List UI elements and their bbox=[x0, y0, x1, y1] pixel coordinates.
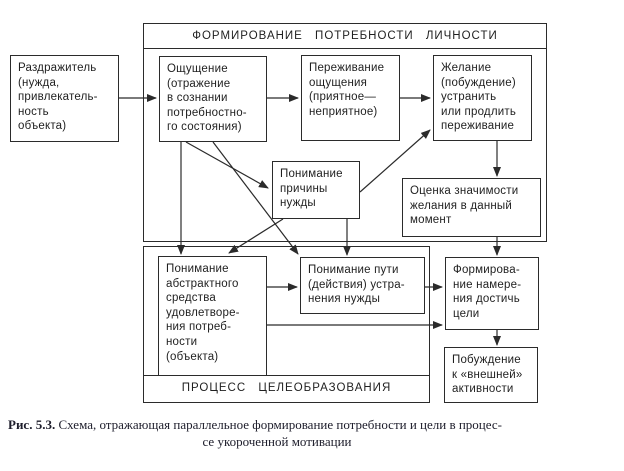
node-stimulus: Раздражитель (нужда, привлекатель- ность… bbox=[10, 55, 119, 142]
node-sensation: Ощущение (отражение в сознании потребнос… bbox=[159, 56, 267, 142]
caption-line-2: се укороченной мотивации bbox=[202, 434, 352, 449]
goal-formation-title: ПРОЦЕСС ЦЕЛЕОБРАЗОВАНИЯ bbox=[181, 382, 392, 394]
caption-text: Схема, отражающая параллельное формирова… bbox=[55, 417, 502, 432]
caption-line-1: Рис. 5.3. Схема, отражающая параллельное… bbox=[8, 416, 546, 433]
figure-caption: Рис. 5.3. Схема, отражающая параллельное… bbox=[8, 416, 546, 450]
caption-figure-number: Рис. 5.3. bbox=[8, 417, 56, 432]
node-external-activity: Побуждение к «внешней» активности bbox=[444, 347, 538, 403]
node-evaluation: Оценка значимости желания в данный момен… bbox=[402, 178, 541, 237]
goal-formation-title-strip: ПРОЦЕСС ЦЕЛЕОБРАЗОВАНИЯ bbox=[144, 375, 429, 402]
node-way-understanding: Понимание пути (действия) устра- нения н… bbox=[300, 257, 425, 314]
node-experience: Переживание ощущения (приятное— неприятн… bbox=[301, 55, 400, 141]
need-formation-container: ФОРМИРОВАНИЕ ПОТРЕБНОСТИ ЛИЧНОСТИ bbox=[143, 23, 547, 242]
need-formation-title-strip: ФОРМИРОВАНИЕ ПОТРЕБНОСТИ ЛИЧНОСТИ bbox=[144, 24, 546, 49]
node-cause-understanding: Понимание причины нужды bbox=[272, 161, 360, 219]
need-formation-title: ФОРМИРОВАНИЕ ПОТРЕБНОСТИ ЛИЧНОСТИ bbox=[192, 30, 498, 42]
node-intention: Формирова- ние намере- ния достичь цели bbox=[445, 257, 539, 330]
node-abstract-means: Понимание абстрактного средства удовлетв… bbox=[158, 256, 267, 376]
node-desire: Желание (побуждение) устранить или продл… bbox=[433, 55, 532, 141]
